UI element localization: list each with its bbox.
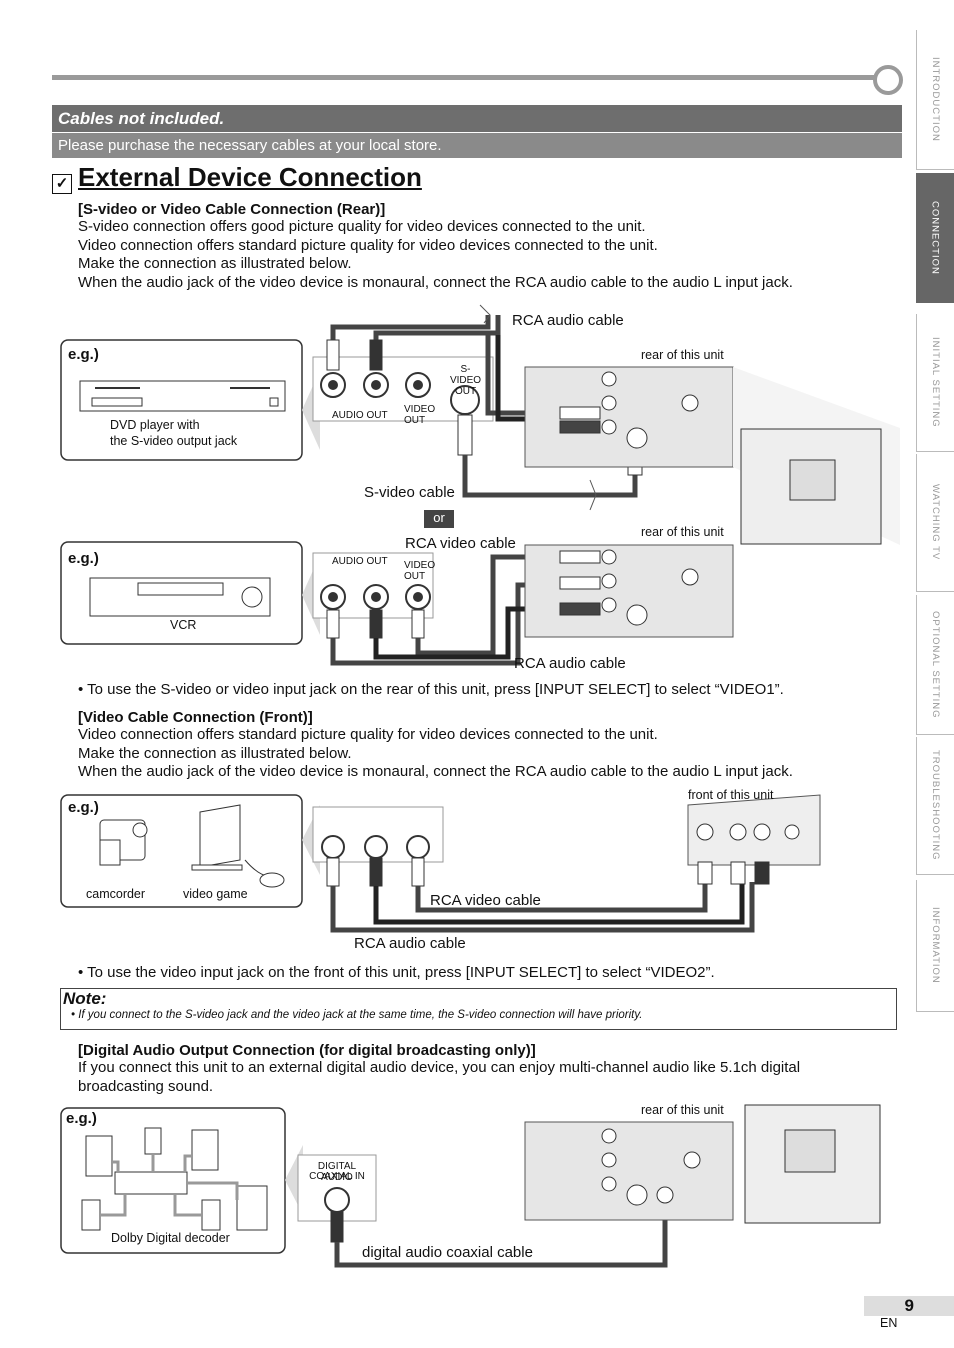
section2-text: [Video Cable Connection (Front)] Video c…	[78, 709, 898, 782]
note-box: Note: • If you connect to the S-video ja…	[60, 988, 897, 1030]
front-connection-diagram	[60, 794, 821, 933]
cables-band: Cables not included.	[52, 105, 902, 132]
rca-audio-cable-label: RCA audio cable	[354, 935, 466, 952]
camcorder-label: camcorder	[86, 887, 146, 901]
tab-optional-setting[interactable]: OPTIONAL SETTING	[916, 595, 954, 735]
tab-connection[interactable]: CONNECTION	[916, 173, 954, 303]
rear-unit-label: rear of this unit	[641, 525, 724, 539]
section1-line: Video connection offers standard picture…	[78, 236, 658, 254]
section2-line: Make the connection as illustrated below…	[78, 744, 352, 762]
jack-label: VIDEO OUT	[404, 560, 436, 582]
section3-line: If you connect this unit to an external …	[78, 1059, 801, 1076]
front-unit-label: front of this unit	[688, 788, 774, 802]
tab-troubleshooting[interactable]: TROUBLESHOOTING	[916, 737, 954, 875]
top-rule-circle	[873, 65, 903, 95]
page-number: 9	[864, 1296, 954, 1316]
top-rule	[52, 75, 882, 80]
section1-text: [S-video or Video Cable Connection (Rear…	[78, 201, 898, 292]
section1-line: Make the connection as illustrated below…	[78, 255, 352, 272]
decoder-label: Dolby Digital decoder	[111, 1231, 230, 1245]
eg-label: e.g.)	[68, 346, 99, 363]
rear-connection-diagram	[60, 304, 900, 666]
or-badge: or	[424, 510, 454, 528]
eg-label: e.g.)	[66, 1110, 97, 1127]
digital-audio-diagram	[60, 1104, 881, 1268]
section2-bullet: • To use the video input jack on the fro…	[78, 964, 715, 981]
page-title: ✓External Device Connection	[52, 162, 422, 194]
rear-unit-label: rear of this unit	[641, 348, 724, 362]
section2-heading: [Video Cable Connection (Front)]	[78, 709, 313, 726]
tab-introduction[interactable]: INTRODUCTION	[916, 30, 954, 170]
dvd-label: DVD player with	[110, 418, 200, 432]
section1-heading: [S-video or Video Cable Connection (Rear…	[78, 201, 386, 218]
eg-label: e.g.)	[68, 799, 99, 816]
vcr-label: VCR	[170, 618, 197, 632]
checkbox-icon: ✓	[52, 174, 72, 194]
digital-jack-label: DIGITAL AUDIO	[317, 1161, 357, 1183]
dvd-label: the S-video output jack	[110, 434, 238, 448]
rca-audio-cable-label: RCA audio cable	[512, 312, 624, 329]
section1-line: S-video connection offers good picture q…	[78, 218, 646, 235]
section3-heading: [Digital Audio Output Connection (for di…	[78, 1042, 536, 1059]
rca-video-cable-label: RCA video cable	[430, 892, 541, 909]
eg-label: e.g.)	[68, 550, 99, 567]
digital-jack-label: COAXIAL IN	[309, 1171, 365, 1182]
video-game-label: video game	[183, 887, 248, 901]
section1-bullet: • To use the S-video or video input jack…	[78, 681, 784, 698]
jack-label: AUDIO OUT	[332, 556, 388, 567]
jack-label: VIDEO OUT	[404, 404, 436, 426]
note-line: • If you connect to the S-video jack and…	[71, 1009, 643, 1021]
section2-line: Video connection offers standard picture…	[78, 726, 658, 743]
coaxial-cable-label: digital audio coaxial cable	[362, 1244, 533, 1261]
cables-subband: Please purchase the necessary cables at …	[52, 133, 902, 158]
section1-line: When the audio jack of the video device …	[78, 273, 793, 291]
language-label: EN	[880, 1316, 898, 1330]
rear-unit-label: rear of this unit	[641, 1103, 724, 1117]
tab-initial-setting[interactable]: INITIAL SETTING	[916, 314, 954, 452]
section3-line: broadcasting sound.	[78, 1077, 214, 1095]
section3-text: [Digital Audio Output Connection (for di…	[78, 1042, 898, 1096]
tab-information[interactable]: INFORMATION	[916, 880, 954, 1012]
tab-watching-tv[interactable]: WATCHING TV	[916, 454, 954, 592]
svideo-cable-label: S-video cable	[364, 484, 455, 501]
rca-video-cable-label: RCA video cable	[405, 535, 516, 552]
rca-audio-cable-label: RCA audio cable	[514, 655, 626, 672]
section2-line: When the audio jack of the video device …	[78, 763, 793, 780]
note-heading: Note:	[63, 989, 107, 1008]
jack-label: AUDIO OUT	[332, 410, 388, 421]
jack-label: S-VIDEO OUT	[449, 364, 482, 397]
